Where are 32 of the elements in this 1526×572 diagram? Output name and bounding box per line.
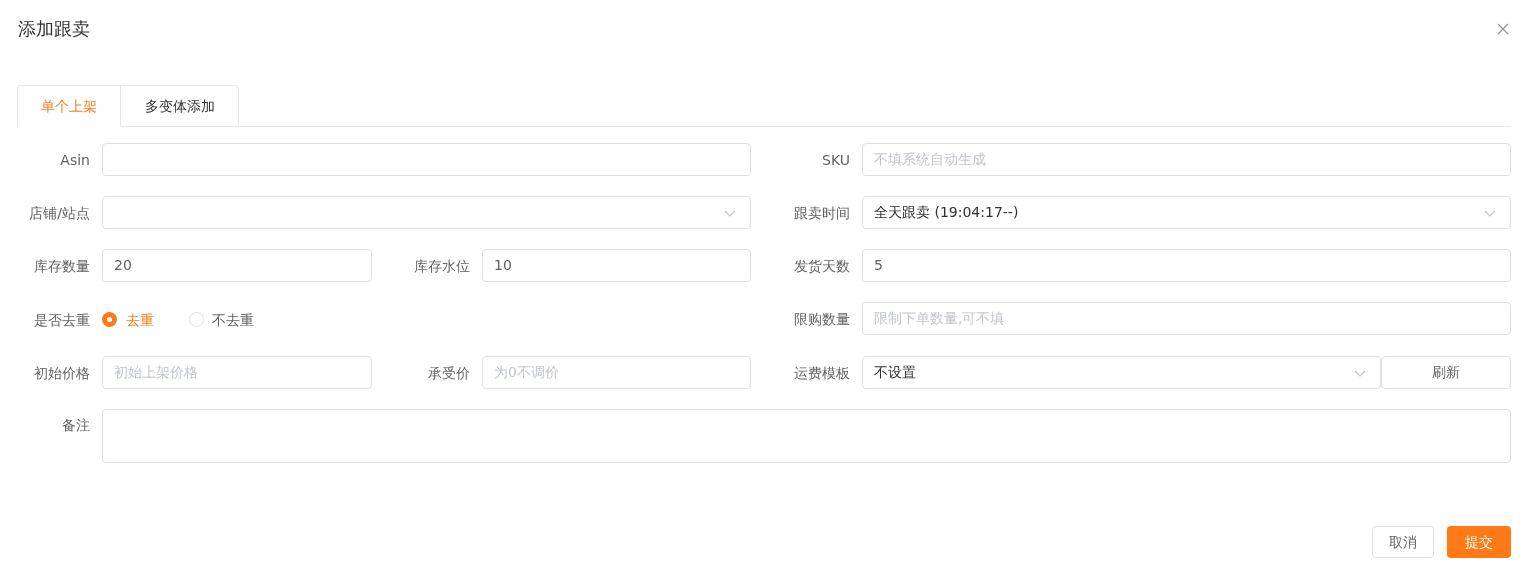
form-label: 是否去重 <box>33 311 90 330</box>
form-label: 初始价格 <box>33 363 90 383</box>
textarea-field <box>102 409 1511 463</box>
form-label: 备注 <box>61 416 90 435</box>
select-field <box>102 196 751 229</box>
form-label: 店铺/站点 <box>28 203 90 223</box>
dialog-title: 添加跟卖 <box>18 17 90 41</box>
tab: 单个上架 <box>17 85 121 127</box>
input-field: 不填系统自动生成 <box>862 143 1511 176</box>
input-field: 为0不调价 <box>482 356 751 389</box>
form-label: 跟卖时间 <box>793 203 850 223</box>
form-label: 库存水位 <box>413 256 470 276</box>
button: 取消 <box>1372 526 1434 558</box>
form-label: Asin <box>59 150 90 170</box>
button: 刷新 <box>1381 356 1511 389</box>
submit-button: 提交 <box>1447 526 1511 558</box>
input-field: 5 <box>862 249 1511 282</box>
tab: 多变体添加 <box>120 85 239 127</box>
form-label: SKU <box>821 150 850 170</box>
input-field: 10 <box>482 249 751 282</box>
input-field <box>102 143 751 176</box>
input-field: 限制下单数量,可不填 <box>862 302 1511 335</box>
form-label: 承受价 <box>427 363 470 383</box>
form-label: 库存数量 <box>33 256 90 276</box>
form-label: 发货天数 <box>793 256 850 276</box>
form-label: 运费模板 <box>793 363 850 383</box>
radio-option-label: 不去重 <box>212 311 255 330</box>
radio-option-label: 去重 <box>126 311 155 330</box>
select-field: 全天跟卖 (19:04:17--) <box>862 196 1511 229</box>
select-field: 不设置 <box>862 356 1381 389</box>
input-field: 20 <box>102 249 372 282</box>
form-label: 限购数量 <box>793 309 850 329</box>
